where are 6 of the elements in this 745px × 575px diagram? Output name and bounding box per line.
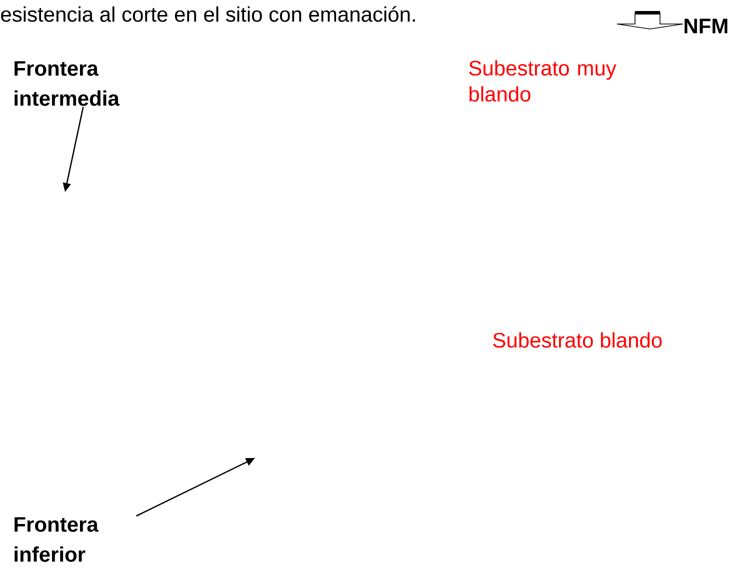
- boundary-label: Frontera inferior: [14, 517, 99, 562]
- layer-label: Subestrato blando: [493, 332, 662, 348]
- boundary-label: Frontera intermedia: [14, 61, 120, 106]
- layer-label: Subestrato muy blando: [469, 60, 616, 102]
- water-level-label: NFM: [684, 18, 728, 34]
- caption-text: esistencia al corte en el sitio con emanación.: [1, 6, 415, 22]
